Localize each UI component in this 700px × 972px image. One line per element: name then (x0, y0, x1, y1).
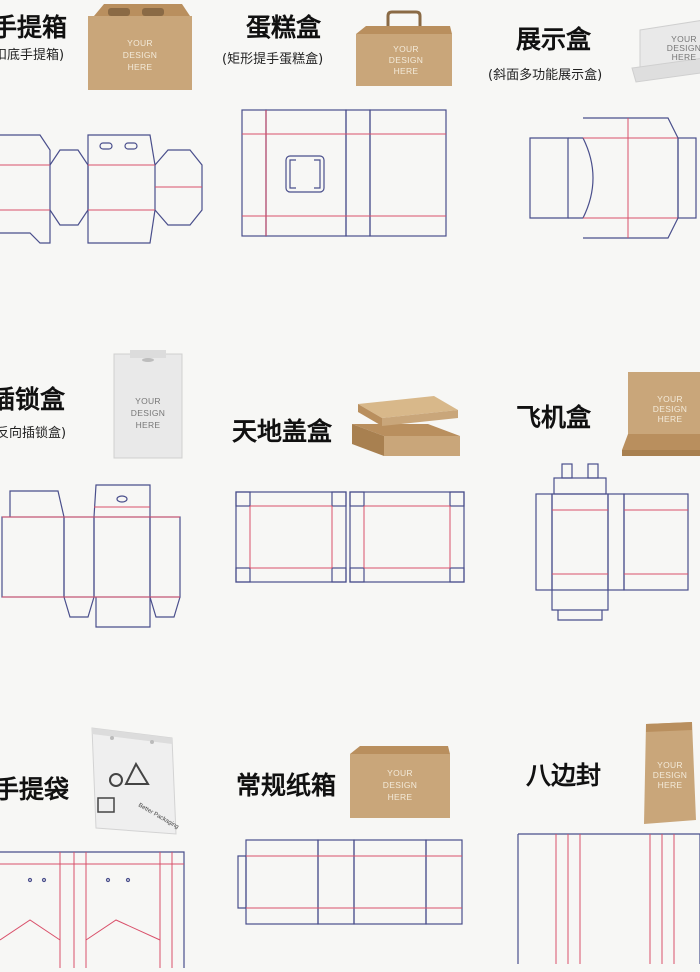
cell-title: 天地盖盒 (232, 417, 333, 446)
mockup-text-line: HERE (136, 420, 161, 430)
cell-title: 手提袋 (0, 775, 70, 804)
cake-dieline (241, 109, 447, 237)
mockup-text-line: HERE (388, 792, 413, 802)
cell-cake: 蛋糕盒 (矩形提手蛋糕盒) YOUR DESIGN HERE (222, 0, 470, 320)
mockup-text-line: HERE (658, 780, 683, 790)
handbox-mockup: YOUR DESIGN HERE (88, 4, 192, 90)
mockup-text-line: DESIGN (383, 780, 417, 790)
mockup-text-line: HERE (128, 62, 153, 72)
mailer-dieline (535, 463, 689, 621)
cell-title: 飞机盒 (516, 403, 592, 432)
cell-subtitle: 扣底手提箱) (0, 48, 65, 63)
pouch-mockup: YOUR DESIGN HERE (644, 722, 696, 824)
cell-regular: 常规纸箱 YOUR DESIGN HERE (230, 640, 470, 967)
cell-bag: 手提袋 Better Packaging (0, 640, 230, 968)
mockup-text-line: HERE (672, 52, 697, 62)
mockup-text-line: HERE (658, 414, 683, 424)
cake-mockup: YOUR DESIGN HERE (356, 10, 452, 86)
lidbase-dieline (235, 491, 465, 583)
tuck-dieline (1, 484, 181, 628)
handbox-dieline (0, 134, 203, 244)
mockup-text-line: YOUR (127, 38, 153, 48)
cell-title: 蛋糕盒 (246, 13, 322, 42)
mailer-mockup: YOUR DESIGN HERE (622, 372, 700, 456)
regular-dieline (237, 839, 463, 925)
cell-title: 展示盒 (516, 25, 592, 54)
cell-subtitle: 反向插锁盒) (0, 426, 67, 441)
regular-mockup: YOUR DESIGN HERE (350, 746, 450, 818)
mockup-text-line: DESIGN (389, 55, 423, 65)
mockup-text-line: HERE (394, 66, 419, 76)
cell-title: 手提箱 (0, 13, 68, 42)
lidbase-mockup (352, 396, 460, 456)
cell-handbox: 手提箱 扣底手提箱) YOUR DESIGN HERE (0, 0, 230, 320)
display-mockup: YOUR DESIGN HERE (631, 20, 700, 83)
pouch-dieline (517, 833, 700, 964)
mockup-text-line: YOUR (671, 34, 697, 44)
mockup-text-line: DESIGN (653, 404, 687, 414)
tuck-mockup: YOUR DESIGN HERE (113, 350, 183, 459)
cell-tuck: 插锁盒 反向插锁盒) YOUR DESIGN HERE (0, 320, 230, 640)
mockup-text-line: YOUR (657, 394, 683, 404)
mockup-text-line: YOUR (135, 396, 161, 406)
display-dieline (529, 117, 697, 239)
cell-display: 展示盒 (斜面多功能展示盒) YOUR DESIGN HERE (470, 0, 700, 320)
bag-dieline (0, 851, 185, 968)
cell-pouch: 八边封 YOUR DESIGN HERE (470, 640, 700, 967)
mockup-text-line: DESIGN (123, 50, 157, 60)
mockup-text-line: DESIGN (131, 408, 165, 418)
bag-mockup: Better Packaging (91, 727, 180, 835)
mockup-text-line: DESIGN (653, 770, 687, 780)
mockup-text-line: YOUR (387, 768, 413, 778)
mockup-text-line: DESIGN (667, 43, 700, 53)
cell-subtitle: (斜面多功能展示盒) (488, 68, 603, 83)
cell-title: 插锁盒 (0, 385, 66, 414)
cell-mailer: 飞机盒 YOUR DESIGN HERE (470, 320, 700, 640)
cell-title: 八边封 (526, 761, 602, 790)
cell-lidbase: 天地盖盒 (230, 320, 470, 640)
cell-title: 常规纸箱 (236, 771, 337, 800)
mockup-text-line: YOUR (393, 44, 419, 54)
mockup-text-line: YOUR (657, 760, 683, 770)
cell-subtitle: (矩形提手蛋糕盒) (222, 52, 324, 67)
